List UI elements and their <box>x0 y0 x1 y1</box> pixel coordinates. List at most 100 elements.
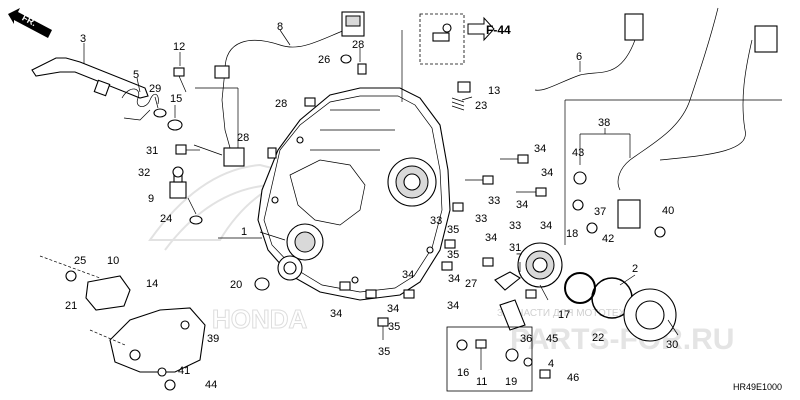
bolt-31a <box>175 144 200 155</box>
harness-38 <box>617 7 778 229</box>
callout-27: 27 <box>465 278 477 290</box>
callout-19: 19 <box>505 376 517 388</box>
callout-44: 44 <box>205 379 217 391</box>
callout-37: 37 <box>594 206 606 218</box>
rear-case-housing <box>257 87 451 301</box>
callout-6: 6 <box>576 51 582 63</box>
bolt-35b <box>377 317 389 340</box>
bolt-46 <box>539 369 551 379</box>
washer-19 <box>505 348 519 362</box>
callout-18: 18 <box>566 228 578 240</box>
bolt-34d <box>482 257 494 267</box>
bolt-34c <box>441 261 453 271</box>
bolt-40 <box>654 226 666 238</box>
bolt-34h <box>525 289 537 299</box>
seal-37 <box>572 199 584 211</box>
bolt-30 <box>667 319 679 336</box>
callout-34g: 34 <box>448 273 460 285</box>
callout-22: 22 <box>592 332 604 344</box>
bolt-12 <box>173 67 187 93</box>
callout-4: 4 <box>548 358 554 370</box>
callout-34h: 34 <box>447 300 459 312</box>
washer-26 <box>340 54 352 64</box>
honda-logo-watermark: HONDA <box>148 163 308 335</box>
washer-41 <box>157 367 167 377</box>
harness-6 <box>534 13 644 91</box>
f44-reference: F-44 <box>419 13 511 65</box>
callout-3: 3 <box>80 33 86 45</box>
bolt-33b <box>452 202 464 212</box>
watermark-brand: PARTS-FOR.RU <box>510 323 734 356</box>
bolt-34e <box>403 289 415 299</box>
callout-10: 10 <box>107 255 119 267</box>
callout-35d: 35 <box>388 321 400 333</box>
callout-25: 25 <box>74 255 86 267</box>
callout-8: 8 <box>277 21 283 33</box>
watermark-tagline: ЗАПЧАСТИ ДЛЯ МОТОТЕХНИКИ <box>497 308 653 319</box>
washer-29 <box>153 108 167 118</box>
callout-42: 42 <box>602 233 614 245</box>
callout-46: 46 <box>567 372 579 384</box>
callout-34b: 34 <box>541 167 553 179</box>
callout-1: 1 <box>241 226 247 238</box>
sensor-harness-8 <box>214 11 365 167</box>
washer-16 <box>456 339 468 351</box>
callout-34a: 34 <box>534 143 546 155</box>
callout-35c: 35 <box>378 346 390 358</box>
callout-16: 16 <box>457 367 469 379</box>
callout-23: 23 <box>475 100 487 112</box>
callout-17: 17 <box>558 309 570 321</box>
circlip-17 <box>564 272 596 304</box>
o-ring-43 <box>573 171 587 185</box>
callout-33c: 33 <box>488 195 500 207</box>
callout-35b: 35 <box>447 249 459 261</box>
bolt-34b <box>516 187 547 197</box>
bracket-assembly-39 <box>109 307 206 373</box>
oil-seal-20 <box>254 277 270 291</box>
bolt-35a <box>444 239 456 249</box>
callout-29: 29 <box>149 83 161 95</box>
callout-32: 32 <box>138 167 150 179</box>
callout-34j: 34 <box>330 308 342 320</box>
callout-21: 21 <box>65 300 77 312</box>
callout-20: 20 <box>230 279 242 291</box>
shift-shaft <box>31 57 149 99</box>
bolt-34g <box>339 281 351 291</box>
callout-45: 45 <box>546 333 558 345</box>
bolt-34a <box>500 154 529 164</box>
honda-wordmark: HONDA <box>212 304 308 334</box>
callout-28b: 28 <box>275 98 287 110</box>
bolt-44 <box>164 379 176 391</box>
callout-33d: 33 <box>509 220 521 232</box>
bearing-7 <box>517 242 563 288</box>
callout-41: 41 <box>178 365 190 377</box>
callout-13: 13 <box>488 85 500 97</box>
callout-14: 14 <box>146 278 158 290</box>
callout-31b: 31 <box>509 242 521 254</box>
callout-26: 26 <box>318 54 330 66</box>
spring-23 <box>451 97 465 111</box>
callout-40: 40 <box>662 205 674 217</box>
bolt-11 <box>475 339 487 370</box>
front-direction-arrow: FR. <box>8 8 52 38</box>
callout-31a: 31 <box>146 145 158 157</box>
bolt-34f <box>365 289 377 299</box>
dowel-pin-28c <box>267 147 277 159</box>
callout-28c: 28 <box>237 132 249 144</box>
callout-33b: 33 <box>475 213 487 225</box>
diagram-code: HR49E1000 <box>733 382 782 392</box>
o-ring-42 <box>586 222 598 234</box>
callout-43: 43 <box>572 147 584 159</box>
callout-33a: 33 <box>430 215 442 227</box>
bracket-10 <box>85 275 131 311</box>
callout-5: 5 <box>133 69 139 81</box>
bolt-13 <box>457 81 471 93</box>
callout-34d: 34 <box>540 220 552 232</box>
callout-34e: 34 <box>485 232 497 244</box>
f44-label: F-44 <box>486 23 511 37</box>
callout-labels: 1 2 3 4 5 6 7 8 9 10 11 12 13 14 15 16 1… <box>65 21 678 391</box>
callout-9: 9 <box>148 193 154 205</box>
callout-15: 15 <box>170 93 182 105</box>
bolt-32 <box>172 166 184 178</box>
